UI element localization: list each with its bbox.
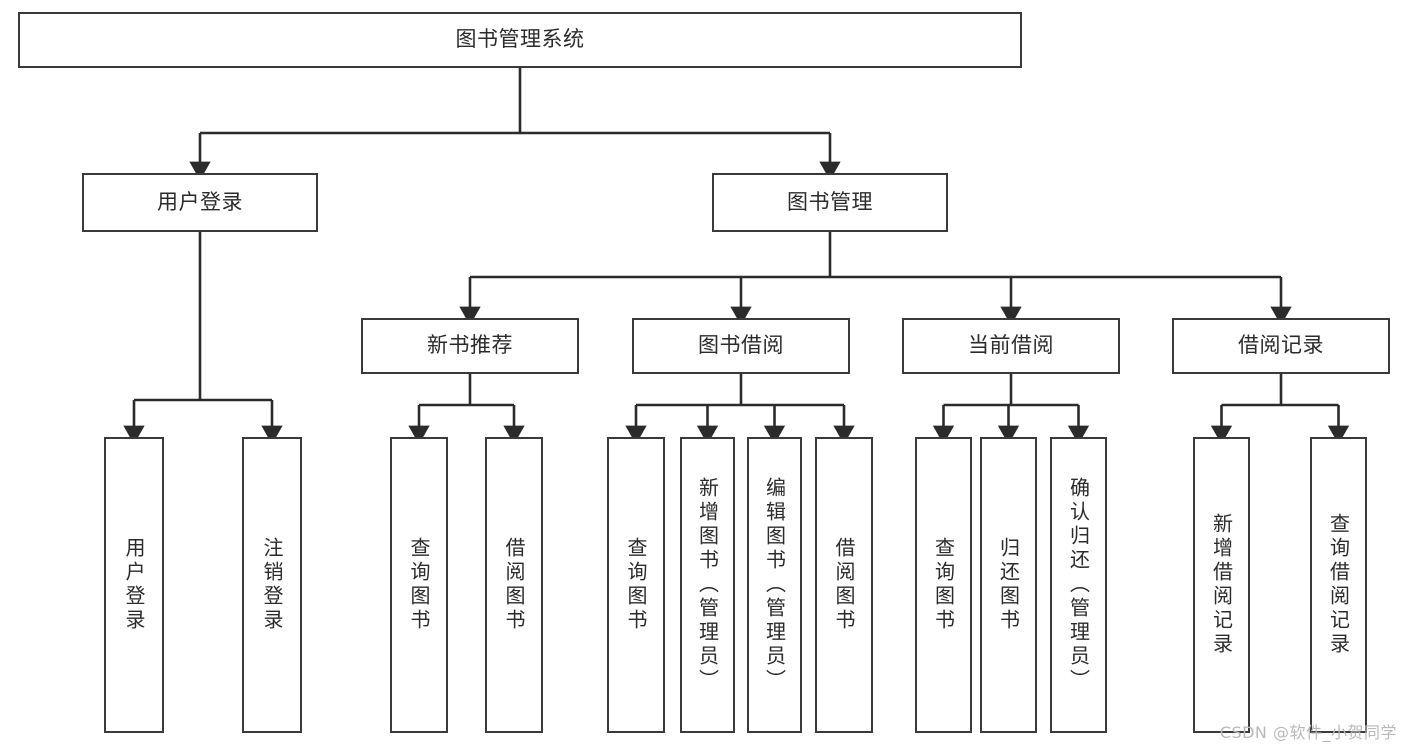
node-l2-2[interactable]: 图书管理	[712, 173, 948, 232]
node-label: 查询借阅记录	[1326, 513, 1351, 657]
node-leaf-9[interactable]: 查询图书	[915, 437, 972, 733]
node-label: 图书借阅	[698, 333, 784, 358]
node-label: 查询图书	[407, 537, 431, 633]
node-leaf-4[interactable]: 借阅图书	[485, 437, 543, 733]
node-label: 新增借阅记录	[1209, 513, 1234, 657]
node-l3-2[interactable]: 图书借阅	[632, 318, 850, 374]
node-leaf-12[interactable]: 新增借阅记录	[1193, 437, 1250, 733]
connector-group	[123, 68, 1350, 445]
node-label: 查询图书	[624, 537, 648, 633]
node-leaf-7[interactable]: 编辑图书（管理员）	[747, 437, 802, 733]
node-label: 借阅图书	[832, 537, 856, 633]
node-label: 编辑图书（管理员）	[762, 477, 787, 693]
node-label: 用户登录	[122, 537, 146, 633]
node-label: 查询图书	[931, 537, 956, 633]
node-label: 借阅图书	[502, 537, 526, 633]
node-l3-3[interactable]: 当前借阅	[902, 318, 1120, 374]
node-label: 归还图书	[996, 537, 1021, 633]
node-leaf-3[interactable]: 查询图书	[390, 437, 448, 733]
node-l3-4[interactable]: 借阅记录	[1172, 318, 1390, 374]
node-label: 图书管理	[787, 189, 873, 214]
node-label: 借阅记录	[1238, 333, 1324, 358]
node-leaf-5[interactable]: 查询图书	[607, 437, 665, 733]
node-leaf-8[interactable]: 借阅图书	[815, 437, 873, 733]
node-leaf-10[interactable]: 归还图书	[980, 437, 1037, 733]
node-label: 图书管理系统	[455, 27, 585, 52]
node-label: 当前借阅	[968, 333, 1054, 358]
node-leaf-6[interactable]: 新增图书（管理员）	[680, 437, 735, 733]
node-label: 用户登录	[157, 189, 243, 214]
node-l3-1[interactable]: 新书推荐	[361, 318, 579, 374]
node-leaf-13[interactable]: 查询借阅记录	[1310, 437, 1367, 733]
node-leaf-1[interactable]: 用户登录	[104, 437, 164, 733]
node-label: 确认归还（管理员）	[1066, 477, 1091, 693]
node-leaf-11[interactable]: 确认归还（管理员）	[1050, 437, 1107, 733]
node-leaf-2[interactable]: 注销登录	[242, 437, 302, 733]
node-root[interactable]: 图书管理系统	[18, 12, 1022, 68]
node-label: 注销登录	[260, 537, 284, 633]
node-l2-1[interactable]: 用户登录	[82, 173, 318, 232]
node-label: 新书推荐	[427, 333, 513, 358]
node-label: 新增图书（管理员）	[695, 477, 720, 693]
